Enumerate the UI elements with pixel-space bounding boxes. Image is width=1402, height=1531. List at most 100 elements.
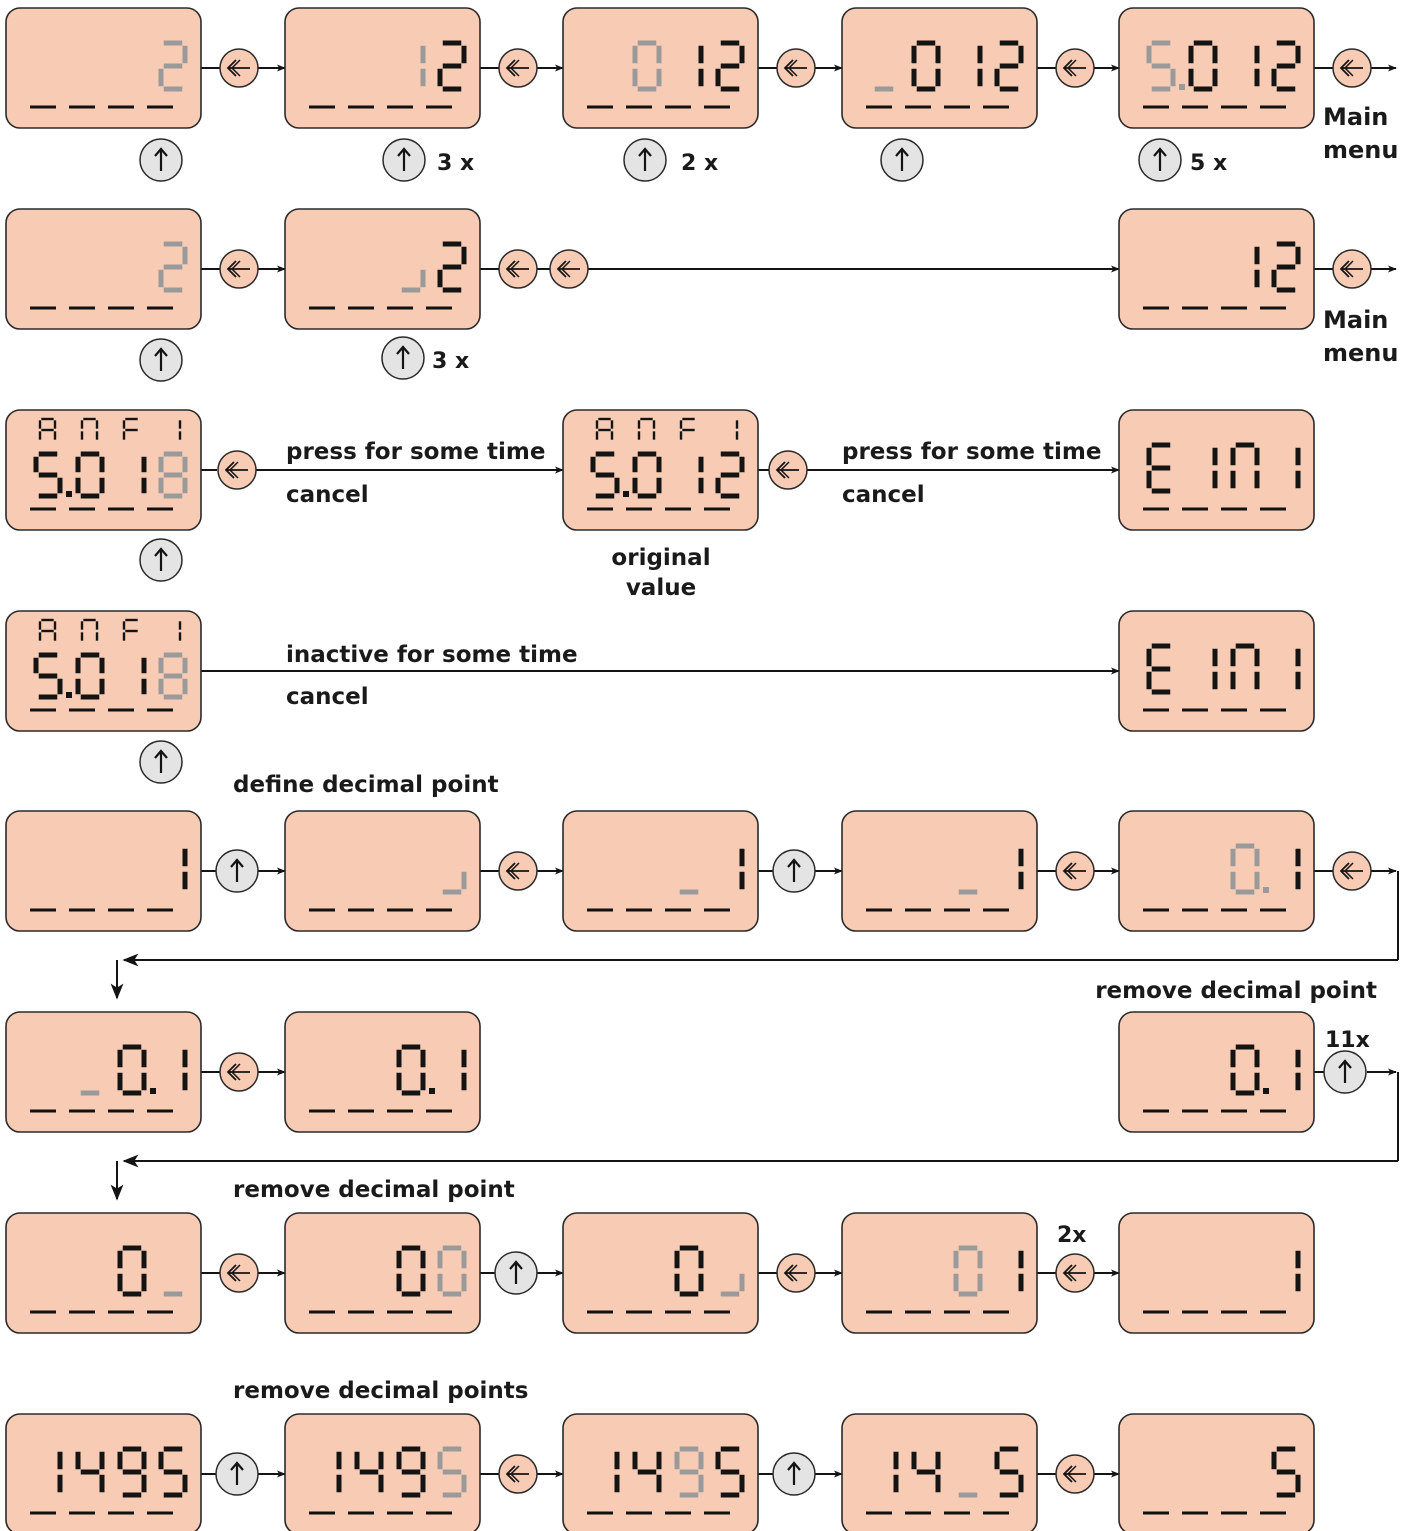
enter-arrow-stroke [509, 59, 520, 77]
lcd-displays [5, 7, 1315, 1531]
enter-arrow-icon [505, 59, 529, 77]
enter-arrow-icon [1339, 862, 1363, 880]
lcd-display [1118, 610, 1315, 732]
lcd-display [1118, 810, 1315, 932]
enter-arrow-icon [775, 461, 799, 479]
lcd-screen [5, 208, 202, 330]
enter-arrow-stroke [1066, 862, 1077, 880]
main-menu-label: Main [1323, 103, 1388, 131]
arrow-up-icon [787, 858, 801, 882]
lcd-display [284, 810, 481, 932]
arrow-up-icon [1338, 1059, 1352, 1083]
enter-arrow-icon [226, 59, 250, 77]
up-arrow-stroke [509, 1260, 523, 1284]
decimal-point [66, 491, 72, 497]
enter-arrow-stroke [1066, 1264, 1077, 1282]
decimal-point [429, 1088, 435, 1094]
enter-arrow-stroke [1343, 260, 1354, 278]
enter-button [498, 249, 538, 289]
up-button [139, 138, 183, 182]
enter-arrow-stroke [560, 260, 571, 278]
lcd-display [5, 810, 202, 932]
enter-button [776, 48, 816, 88]
enter-button [219, 249, 259, 289]
enter-button [498, 851, 538, 891]
lcd-screen [5, 1011, 202, 1133]
count-label: 3 x [437, 151, 474, 176]
press-label: press for some time [286, 439, 545, 465]
up-button [139, 538, 183, 582]
enter-button [1055, 1253, 1095, 1293]
section-heading: remove decimal points [233, 1378, 528, 1404]
lcd-screen [841, 810, 1038, 932]
lcd-screen [562, 1413, 759, 1531]
enter-arrow-stroke [230, 1264, 241, 1282]
lcd-screen [1118, 7, 1315, 129]
lcd-screen [284, 810, 481, 932]
up-arrow-stroke [1153, 147, 1167, 171]
lcd-display [841, 7, 1038, 129]
enter-button [498, 1454, 538, 1494]
enter-button [1332, 249, 1372, 289]
enter-arrow-stroke [1343, 59, 1354, 77]
enter-arrow-stroke [1066, 1465, 1077, 1483]
arrow-up-icon [154, 749, 168, 773]
up-arrow-stroke [154, 547, 168, 571]
lcd-display [284, 208, 481, 330]
enter-arrow-icon [1062, 59, 1086, 77]
up-button [139, 338, 183, 382]
enter-arrow-stroke [1343, 862, 1354, 880]
up-arrow-stroke [1338, 1059, 1352, 1083]
lcd-screen [5, 7, 202, 129]
original-value-label: original [611, 545, 710, 571]
lcd-screen [284, 1011, 481, 1133]
main-menu-label: Main [1323, 306, 1388, 334]
arrow-up-icon [230, 858, 244, 882]
arrow-up-icon [230, 1461, 244, 1485]
up-button [139, 740, 183, 784]
buttons [139, 48, 1372, 1496]
enter-button [217, 450, 257, 490]
count-label: 11x [1325, 1028, 1370, 1053]
enter-arrow-stroke [228, 461, 239, 479]
lcd-screen [562, 7, 759, 129]
lcd-screen [841, 1413, 1038, 1531]
up-arrow-stroke [154, 147, 168, 171]
cancel-label: cancel [842, 482, 925, 508]
lcd-display [1118, 1413, 1315, 1531]
lcd-display [1118, 409, 1315, 531]
enter-arrow-icon [505, 260, 529, 278]
arrow-up-icon [154, 547, 168, 571]
lcd-display [1118, 1011, 1315, 1133]
enter-arrow-icon [783, 59, 807, 77]
enter-arrow-icon [1062, 1264, 1086, 1282]
lcd-display [284, 1212, 481, 1334]
up-button [880, 138, 924, 182]
lcd-display [562, 1212, 759, 1334]
lcd-display [562, 7, 759, 129]
lcd-display [5, 610, 202, 732]
up-button [494, 1251, 538, 1295]
arrow-up-icon [787, 1461, 801, 1485]
count-label: 2 x [681, 151, 718, 176]
enter-arrow-stroke [230, 260, 241, 278]
lcd-screen [1118, 610, 1315, 732]
cancel-label: cancel [286, 482, 369, 508]
up-arrow-stroke [787, 1461, 801, 1485]
arrow-up-icon [638, 147, 652, 171]
lcd-display [284, 1413, 481, 1531]
lcd-display [284, 1011, 481, 1133]
arrow-up-icon [397, 147, 411, 171]
enter-arrow-stroke [787, 1264, 798, 1282]
labels: 3 x 2 x 5 x Main menu 3 x Main menu pres… [233, 103, 1398, 1404]
lcd-screen [284, 208, 481, 330]
arrow-up-icon [509, 1260, 523, 1284]
up-button [1323, 1050, 1367, 1094]
enter-button [1055, 851, 1095, 891]
lcd-screen [1118, 1011, 1315, 1133]
lcd-display [562, 1413, 759, 1531]
arrow-up-icon [396, 345, 410, 369]
enter-button [768, 450, 808, 490]
enter-arrow-icon [556, 260, 580, 278]
